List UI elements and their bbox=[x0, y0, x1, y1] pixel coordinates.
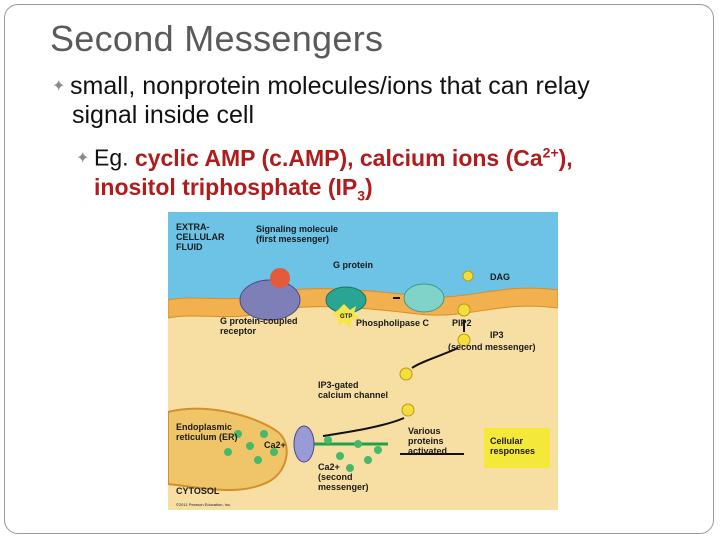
label-gpcr-2: receptor bbox=[220, 326, 257, 336]
label-dag: DAG bbox=[490, 272, 510, 282]
slide-title: Second Messengers bbox=[50, 18, 384, 59]
label-copyright: ©2011 Pearson Education, Inc. bbox=[176, 502, 231, 507]
ip3-molecule bbox=[457, 333, 471, 347]
pathway-diagram: EXTRA- CELLULAR FLUID Signaling molecule… bbox=[168, 212, 558, 510]
label-ca-msg-2: (second bbox=[318, 472, 353, 482]
bullet-definition-line1: small, nonprotein molecules/ions that ca… bbox=[70, 72, 590, 100]
bullet-definition-line2: signal inside cell bbox=[72, 101, 255, 129]
bullet-definition: ✦small, nonprotein molecules/ions that c… bbox=[52, 72, 682, 129]
examples-sup: 2+ bbox=[542, 144, 559, 160]
examples-camp-ca: cyclic AMP (c.AMP), calcium ions (Ca2+), bbox=[134, 144, 573, 171]
label-phospholipase: Phospholipase C bbox=[356, 318, 430, 328]
dag-molecule bbox=[462, 270, 474, 282]
gpcr-shape bbox=[239, 279, 301, 321]
examples-text-b: ), bbox=[558, 144, 573, 171]
label-ca-msg-1: Ca2+ bbox=[318, 462, 340, 472]
signaling-molecule-shape bbox=[270, 268, 290, 288]
ip3-molecule-3 bbox=[401, 403, 415, 417]
bullet-icon: ✦ bbox=[52, 78, 66, 95]
label-cytosol: CYTOSOL bbox=[176, 486, 220, 496]
examples-ip3: inositol triphosphate (IP3) bbox=[76, 173, 706, 210]
examples-sub: 3 bbox=[357, 187, 366, 204]
label-extracellular-1: EXTRA- bbox=[176, 222, 210, 232]
label-ca-er: Ca2+ bbox=[264, 440, 286, 450]
label-extracellular-3: FLUID bbox=[176, 242, 203, 252]
examples-lead: Eg. bbox=[94, 144, 135, 171]
label-pip2: PIP2 bbox=[452, 318, 472, 328]
signaling-pathway-figure: EXTRA- CELLULAR FLUID Signaling molecule… bbox=[168, 212, 558, 510]
cellular-responses-box bbox=[484, 428, 550, 468]
bullet-examples: ✦Eg. cyclic AMP (c.AMP), calcium ions (C… bbox=[76, 138, 706, 209]
bullet-icon: ✦ bbox=[76, 149, 90, 167]
label-extracellular-2: CELLULAR bbox=[176, 232, 225, 242]
label-cellular-1: Cellular bbox=[490, 436, 524, 446]
examples-text-c: inositol triphosphate (IP bbox=[94, 173, 358, 200]
slide-frame bbox=[4, 4, 714, 534]
label-gpcr-1: G protein-coupled bbox=[220, 316, 298, 326]
label-er-1: Endoplasmic bbox=[176, 422, 232, 432]
label-channel-1: IP3-gated bbox=[318, 380, 359, 390]
label-g-protein: G protein bbox=[333, 260, 373, 270]
label-gtp: GTP bbox=[340, 314, 352, 320]
arrow-to-channel bbox=[322, 417, 405, 437]
extracellular-bg bbox=[168, 212, 558, 300]
pip2-molecule bbox=[457, 303, 471, 317]
label-signaling-2: (first messenger) bbox=[256, 234, 329, 244]
label-er-2: reticulum (ER) bbox=[176, 432, 238, 442]
label-cellular-2: responses bbox=[490, 446, 535, 456]
label-ip3-second-messenger: (second messenger) bbox=[448, 342, 536, 352]
calcium-channel-shape bbox=[293, 425, 315, 463]
examples-text-a: cyclic AMP (c.AMP), calcium ions (Ca bbox=[134, 144, 543, 171]
label-various-3: activated bbox=[408, 446, 447, 456]
label-ip3: IP3 bbox=[490, 330, 504, 340]
gtp-burst bbox=[332, 304, 360, 328]
label-channel-2: calcium channel bbox=[318, 390, 388, 400]
calcium-ions bbox=[224, 430, 382, 472]
phospholipase-shape bbox=[403, 283, 445, 313]
label-various-1: Various bbox=[408, 426, 441, 436]
label-ca-msg-3: messenger) bbox=[318, 482, 369, 492]
ip3-molecule-2 bbox=[399, 367, 413, 381]
examples-text-d: ) bbox=[365, 173, 373, 200]
arrow-ip3-channel bbox=[411, 347, 459, 369]
diagram-labels: EXTRA- CELLULAR FLUID Signaling molecule… bbox=[176, 222, 536, 507]
label-signaling-1: Signaling molecule bbox=[256, 224, 338, 234]
label-various-2: proteins bbox=[408, 436, 444, 446]
